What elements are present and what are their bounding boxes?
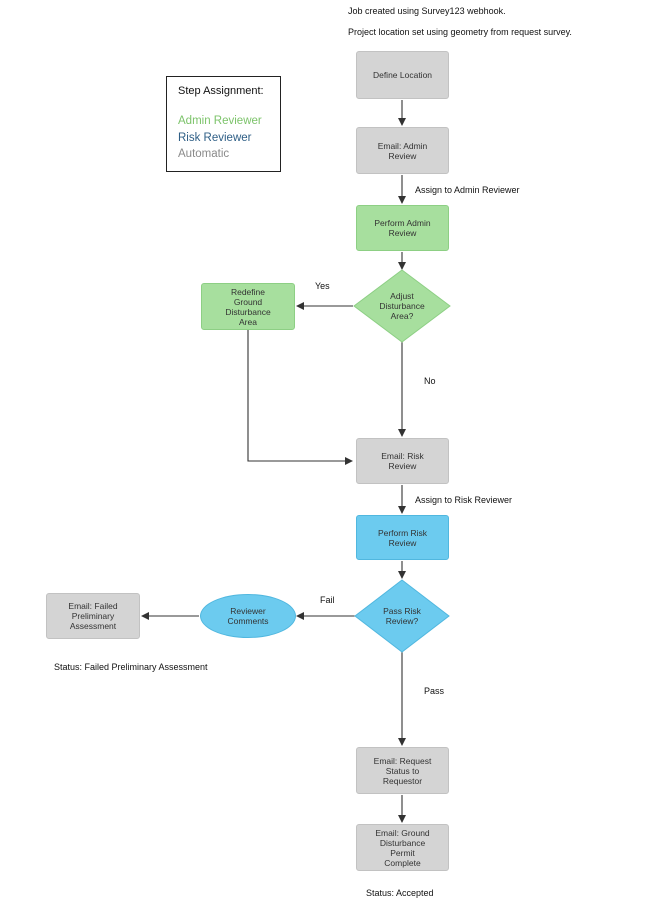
note-project-location: Project location set using geometry from…	[348, 27, 572, 37]
node-email-risk-review: Email: Risk Review	[356, 438, 449, 484]
pass-risk-review-diamond	[354, 579, 450, 653]
node-perform-risk-review: Perform Risk Review	[356, 515, 449, 560]
label-fail: Fail	[320, 595, 335, 605]
edge-redefine-to-email-risk	[247, 330, 353, 465]
step-assignment-legend: Step Assignment: Admin Reviewer Risk Rev…	[166, 76, 281, 172]
legend-title: Step Assignment:	[178, 85, 264, 97]
node-reviewer-comments: Reviewer Comments	[200, 594, 296, 638]
label-assign-risk: Assign to Risk Reviewer	[415, 495, 513, 505]
node-adjust-disturbance-label: Adjust Disturbance Area?	[379, 291, 425, 321]
note-job-created: Job created using Survey123 webhook.	[348, 6, 506, 16]
status-failed-assessment: Status: Failed Preliminary Assessment	[54, 662, 208, 672]
adjust-disturbance-diamond	[353, 269, 451, 343]
node-email-request-status: Email: Request Status to Requestor	[356, 747, 449, 794]
label-pass: Pass	[424, 686, 445, 696]
node-email-failed-assessment: Email: Failed Preliminary Assessment	[46, 593, 140, 639]
node-pass-risk-review-label: Pass Risk Review?	[383, 606, 421, 626]
node-perform-admin-review: Perform Admin Review	[356, 205, 449, 251]
node-email-admin-review: Email: Admin Review	[356, 127, 449, 174]
status-accepted: Status: Accepted	[366, 888, 434, 898]
node-redefine-area: Redefine Ground Disturbance Area	[201, 283, 295, 330]
label-no: No	[424, 376, 436, 386]
legend-automatic: Automatic	[178, 148, 230, 160]
legend-risk-reviewer: Risk Reviewer	[178, 132, 252, 144]
legend-admin-reviewer: Admin Reviewer	[178, 115, 262, 127]
node-email-permit-complete: Email: Ground Disturbance Permit Complet…	[356, 824, 449, 871]
node-define-location: Define Location	[356, 51, 449, 99]
label-yes: Yes	[315, 281, 330, 291]
label-assign-admin: Assign to Admin Reviewer	[415, 185, 520, 195]
